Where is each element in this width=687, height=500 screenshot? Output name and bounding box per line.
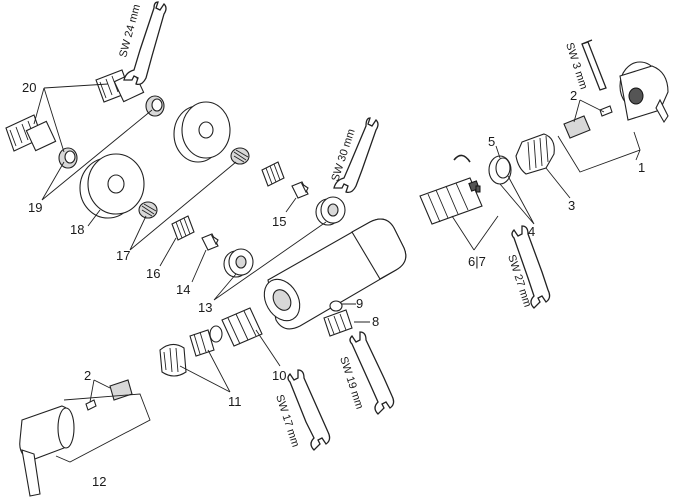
escutcheon-18-lower [79,153,145,219]
part-label-20: 20 [22,80,36,95]
handle-1 [619,61,669,124]
extension-2-top [563,105,613,139]
part-label-9: 9 [356,296,363,311]
leader-lines [33,83,641,463]
union-nut-13-lower [223,248,254,278]
wrench-sw30-icon: SW 30 mm [329,117,379,194]
part-label-13: 13 [198,300,212,315]
part-label-11: 11 [228,394,242,409]
part-label-12: 12 [92,474,106,489]
wrench-sw3-label: SW 3 mm [563,41,589,91]
o-ring-9 [329,300,343,312]
handle-12 [19,405,75,497]
part-label-4: 4 [528,224,535,239]
cartridge-part-11b [159,343,187,377]
fitting-8 [323,309,353,337]
circlip [453,154,471,163]
wrench-sw24-icon: SW 24 mm [117,1,167,86]
part-labels: 20 19 18 17 16 15 14 13 6|7 4 5 3 1 2 9 … [22,80,645,489]
thermostat-body [263,218,407,330]
wrench-sw24-label: SW 24 mm [117,3,143,59]
wrench-sw3-icon: SW 3 mm [563,39,607,91]
valve-14 [201,233,219,251]
part-label-15: 15 [272,214,286,229]
wall-connector-right [95,69,145,103]
adjusting-ring-5 [488,155,512,185]
part-label-2-top: 2 [570,88,577,103]
valve-15 [291,181,309,199]
sleeve-3 [515,133,555,175]
part-label-10: 10 [272,368,286,383]
check-valve-16-lower [171,215,195,241]
part-label-3: 3 [568,198,575,213]
part-label-1: 1 [638,160,645,175]
part-label-6-7: 6|7 [468,254,486,269]
part-label-2-bottom: 2 [84,368,91,383]
part-label-18: 18 [70,222,84,237]
thermostatic-cartridge [419,177,483,225]
part-label-5: 5 [488,134,495,149]
part-label-8: 8 [372,314,379,329]
part-label-14: 14 [176,282,190,297]
wall-connector-left [5,114,57,152]
cartridge-part-11a [189,329,215,357]
strainer-17-upper [230,147,250,165]
washer-19-lower [58,147,78,169]
wrench-sw19-icon: SW 19 mm [337,331,395,415]
part-label-19: 19 [28,200,42,215]
check-valve-16-upper [261,161,285,187]
strainer-17-lower [138,201,158,219]
part-label-17: 17 [116,248,130,263]
escutcheon-18-upper [173,101,231,163]
union-nut-13-upper [315,196,346,226]
part-label-16: 16 [146,266,160,281]
cartridge-10 [209,307,263,347]
